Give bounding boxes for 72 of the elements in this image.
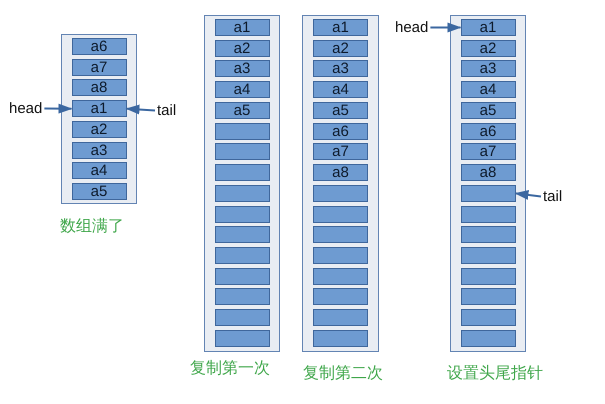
arrow [430, 22, 462, 32]
array-slot: a6 [460, 122, 516, 140]
array-slot [313, 226, 368, 244]
array-slot: a5 [313, 102, 368, 119]
array-slot: a2 [313, 40, 368, 57]
array-slot [214, 247, 270, 264]
array-slot: a1 [72, 100, 126, 118]
array-slot [214, 330, 270, 347]
array-slot: a2 [460, 40, 516, 57]
array-slot [214, 122, 270, 140]
array-slot: a4 [313, 81, 368, 98]
array-slot: a7 [460, 143, 516, 160]
array-slot [313, 268, 368, 285]
array-slot [460, 330, 516, 347]
array-slot: a4 [460, 81, 516, 98]
array-slot [460, 268, 516, 285]
array-slot [460, 226, 516, 244]
array-slot [214, 184, 270, 202]
array-container [61, 34, 137, 204]
array-slot: a4 [214, 81, 270, 98]
array-slot: a6 [313, 122, 368, 140]
array-slot [460, 184, 516, 202]
array-slot: a7 [313, 143, 368, 160]
array-slot [214, 164, 270, 182]
array-slot: a8 [72, 79, 126, 96]
array-slot [214, 143, 270, 160]
array-slot [313, 247, 368, 264]
array-caption: 复制第二次 [303, 364, 383, 382]
pointer-label: tail [157, 102, 176, 119]
array-slot [214, 288, 270, 306]
array-slot: a8 [460, 164, 516, 182]
array-container [450, 15, 526, 352]
array-caption: 设置头尾指针 [447, 364, 543, 382]
array-slot: a5 [460, 102, 516, 119]
array-slot: a3 [313, 60, 368, 78]
array-slot [460, 247, 516, 264]
array-slot [313, 184, 368, 202]
array-slot [214, 226, 270, 244]
arrow [514, 190, 542, 200]
pointer-label: tail [543, 188, 562, 205]
array-slot: a6 [72, 38, 126, 55]
array-slot: a1 [460, 19, 516, 36]
array-slot [313, 288, 368, 306]
array-slot: a3 [460, 60, 516, 78]
array-slot: a4 [72, 162, 126, 180]
array-slot: a5 [72, 183, 126, 200]
array-slot: a3 [214, 60, 270, 78]
array-slot [460, 288, 516, 306]
array-slot [460, 309, 516, 326]
array-slot [214, 268, 270, 285]
array-slot: a7 [72, 58, 126, 76]
array-slot: a1 [214, 19, 270, 36]
pointer-label: head [395, 19, 428, 36]
array-slot [214, 206, 270, 223]
array-slot: a5 [214, 102, 270, 119]
array-container [204, 15, 280, 352]
array-slot [313, 309, 368, 326]
array-slot [313, 206, 368, 223]
array-container [302, 15, 379, 352]
arrow [126, 104, 156, 114]
array-slot [214, 309, 270, 326]
array-slot: a2 [214, 40, 270, 57]
array-slot: a2 [72, 120, 126, 138]
arrow [44, 104, 72, 114]
array-slot: a3 [72, 142, 126, 159]
array-slot: a8 [313, 164, 368, 182]
array-slot: a1 [313, 19, 368, 36]
array-slot [460, 206, 516, 223]
array-caption: 复制第一次 [190, 359, 270, 377]
pointer-label: head [9, 100, 42, 117]
array-slot [313, 330, 368, 347]
array-caption: 数组满了 [60, 217, 124, 235]
